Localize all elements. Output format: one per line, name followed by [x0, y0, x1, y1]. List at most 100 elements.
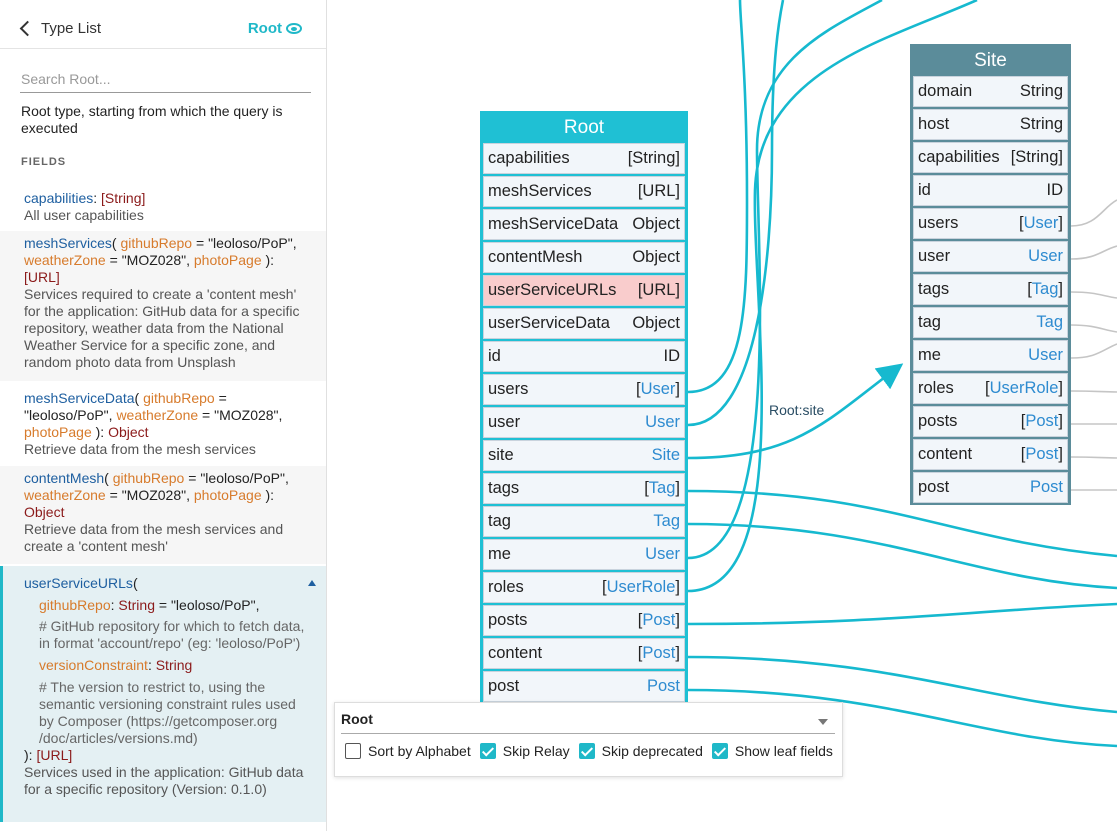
search-input[interactable]	[20, 66, 311, 93]
field-row-type[interactable]: [User]	[636, 380, 680, 399]
field-row-type[interactable]: [Post]	[638, 611, 680, 630]
field-userserviceurls[interactable]: userServiceURLs( githubRepo: String = "l…	[0, 566, 326, 822]
type-name[interactable]: User	[645, 545, 680, 563]
field-row-userserviceurls[interactable]: userServiceURLs[URL]	[483, 275, 685, 306]
type-name[interactable]: User	[1028, 247, 1063, 265]
type-name[interactable]: User	[640, 380, 676, 398]
field-type[interactable]: Object	[108, 424, 149, 440]
field-row-type[interactable]: User	[645, 545, 680, 564]
field-row-roles[interactable]: roles[UserRole]	[483, 572, 685, 603]
field-meshservices[interactable]: meshServices( githubRepo = "leoloso/PoP"…	[0, 231, 326, 381]
option-sort-by-alphabet[interactable]: Sort by Alphabet	[345, 743, 471, 759]
checkbox-show-leaf-fields[interactable]	[711, 743, 728, 759]
field-row-content[interactable]: content[Post]	[913, 439, 1068, 470]
type-name[interactable]: User	[1028, 346, 1063, 364]
field-contentmesh[interactable]: contentMesh( githubRepo = "leoloso/PoP",…	[0, 466, 326, 564]
type-name[interactable]: Tag	[653, 512, 680, 530]
arg-type[interactable]: String	[118, 597, 155, 613]
field-type[interactable]: Object	[24, 504, 65, 520]
type-name[interactable]: UserRole	[989, 379, 1059, 397]
field-row-type[interactable]: [Post]	[1021, 445, 1063, 464]
type-name[interactable]: Post	[642, 644, 676, 662]
field-type[interactable]: [URL]	[36, 747, 73, 763]
field-row-type[interactable]: [UserRole]	[985, 379, 1063, 398]
node-title[interactable]: Site	[910, 44, 1071, 76]
field-row-type[interactable]: Post	[647, 677, 680, 696]
field-row-type[interactable]: [Post]	[638, 644, 680, 663]
field-row-content[interactable]: content[Post]	[483, 638, 685, 669]
type-name[interactable]: Site	[651, 446, 680, 464]
field-row-meshservices[interactable]: meshServices[URL]	[483, 176, 685, 207]
field-row-capabilities[interactable]: capabilities[String]	[483, 143, 685, 174]
field-type[interactable]: [String]	[101, 190, 146, 206]
field-row-type[interactable]: User	[1028, 247, 1063, 266]
type-name[interactable]: UserRole	[606, 578, 676, 596]
field-capabilities[interactable]: capabilities: [String] All user capabili…	[0, 186, 326, 230]
field-row-tags[interactable]: tags[Tag]	[913, 274, 1068, 305]
type-name[interactable]: Post	[642, 611, 676, 629]
type-name[interactable]: Post	[1025, 445, 1059, 463]
field-type[interactable]: [URL]	[24, 269, 60, 285]
type-name[interactable]: Post	[1025, 412, 1059, 430]
type-name[interactable]: User	[1023, 214, 1059, 232]
type-name[interactable]: Tag	[648, 479, 676, 497]
field-row-type[interactable]: Tag	[653, 512, 680, 531]
checkbox-sort-by-alphabet[interactable]	[345, 743, 361, 759]
field-row-users[interactable]: users[User]	[913, 208, 1068, 239]
field-meshservicedata[interactable]: meshServiceData( githubRepo = "leoloso/P…	[0, 386, 326, 464]
field-name[interactable]: userServiceURLs	[24, 575, 133, 591]
option-skip-deprecated[interactable]: Skip deprecated	[578, 743, 703, 759]
root-type-select[interactable]: Root	[341, 711, 835, 734]
field-row-type[interactable]: [Post]	[1021, 412, 1063, 431]
checkbox-skip-relay[interactable]	[479, 743, 496, 759]
field-row-posts[interactable]: posts[Post]	[913, 406, 1068, 437]
back-to-type-list-link[interactable]: Type List	[19, 20, 101, 37]
field-name[interactable]: meshServices	[24, 235, 112, 251]
node-title[interactable]: Root	[480, 111, 688, 143]
field-row-type[interactable]: User	[1028, 346, 1063, 365]
type-name[interactable]: Post	[1029, 478, 1063, 496]
focus-type-link[interactable]: Root	[248, 20, 302, 37]
field-name[interactable]: capabilities	[24, 190, 94, 206]
field-row-capabilities[interactable]: capabilities[String]	[913, 142, 1068, 173]
field-row-type[interactable]: Site	[652, 446, 680, 465]
checkbox-skip-deprecated[interactable]	[578, 743, 595, 759]
field-row-type[interactable]: [Tag]	[644, 479, 680, 498]
field-row-type[interactable]: Tag	[1036, 313, 1063, 332]
type-name[interactable]: Post	[646, 677, 680, 695]
node-root[interactable]: Root capabilities[String]meshServices[UR…	[480, 111, 688, 704]
field-name[interactable]: meshServiceData	[24, 390, 135, 406]
field-row-users[interactable]: users[User]	[483, 374, 685, 405]
type-name[interactable]: Tag	[1031, 280, 1059, 298]
field-row-posts[interactable]: posts[Post]	[483, 605, 685, 636]
graph-canvas[interactable]: Root:site Root capabilities[String]meshS…	[327, 0, 1117, 831]
field-row-type[interactable]: [User]	[1019, 214, 1063, 233]
field-name[interactable]: contentMesh	[24, 470, 105, 486]
field-row-tags[interactable]: tags[Tag]	[483, 473, 685, 504]
arg-type[interactable]: String	[155, 657, 193, 673]
type-name[interactable]: User	[645, 413, 680, 431]
type-name[interactable]: Tag	[1036, 313, 1063, 331]
field-row-roles[interactable]: roles[UserRole]	[913, 373, 1068, 404]
option-show-leaf-fields[interactable]: Show leaf fields	[711, 743, 833, 759]
field-row-type[interactable]: [UserRole]	[602, 578, 680, 597]
chevron-down-icon[interactable]	[818, 719, 828, 725]
field-row-type[interactable]: [Tag]	[1027, 280, 1063, 299]
